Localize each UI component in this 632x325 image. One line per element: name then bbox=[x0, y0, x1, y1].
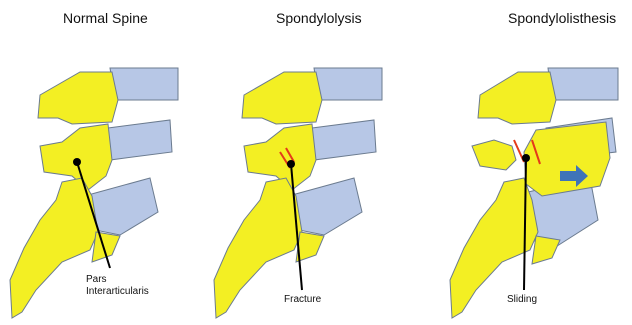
sacrum bbox=[532, 236, 560, 264]
disc bbox=[312, 120, 376, 160]
panel-spondylolysis: Spondylolysis Fracture bbox=[210, 0, 420, 325]
spondylolysis-illustration bbox=[210, 0, 420, 325]
spondylolisthesis-illustration bbox=[420, 0, 632, 325]
disc bbox=[110, 68, 178, 100]
label-line: Sliding bbox=[507, 294, 537, 306]
label-fracture: Fracture bbox=[284, 294, 321, 306]
vertebra bbox=[478, 72, 556, 124]
disc bbox=[292, 178, 362, 235]
panel-spondylolisthesis: Spondylolisthesis Sliding bbox=[420, 0, 632, 325]
disc bbox=[88, 178, 158, 235]
label-sliding: Sliding bbox=[507, 294, 537, 306]
disc bbox=[548, 68, 618, 100]
vertebra bbox=[242, 72, 322, 124]
vertebra bbox=[524, 122, 610, 196]
disc bbox=[314, 68, 382, 100]
label-line: Pars bbox=[86, 274, 149, 286]
label-pars-interarticularis: Pars Interarticularis bbox=[86, 274, 149, 298]
sacrum bbox=[296, 232, 324, 262]
panel-normal-spine: Normal Spine Pars Interarticularis bbox=[0, 0, 210, 325]
label-line: Fracture bbox=[284, 294, 321, 306]
vertebra bbox=[38, 72, 118, 124]
sacrum bbox=[10, 178, 98, 318]
vertebra bbox=[472, 140, 516, 170]
disc bbox=[108, 120, 172, 160]
label-line: Interarticularis bbox=[86, 286, 149, 298]
